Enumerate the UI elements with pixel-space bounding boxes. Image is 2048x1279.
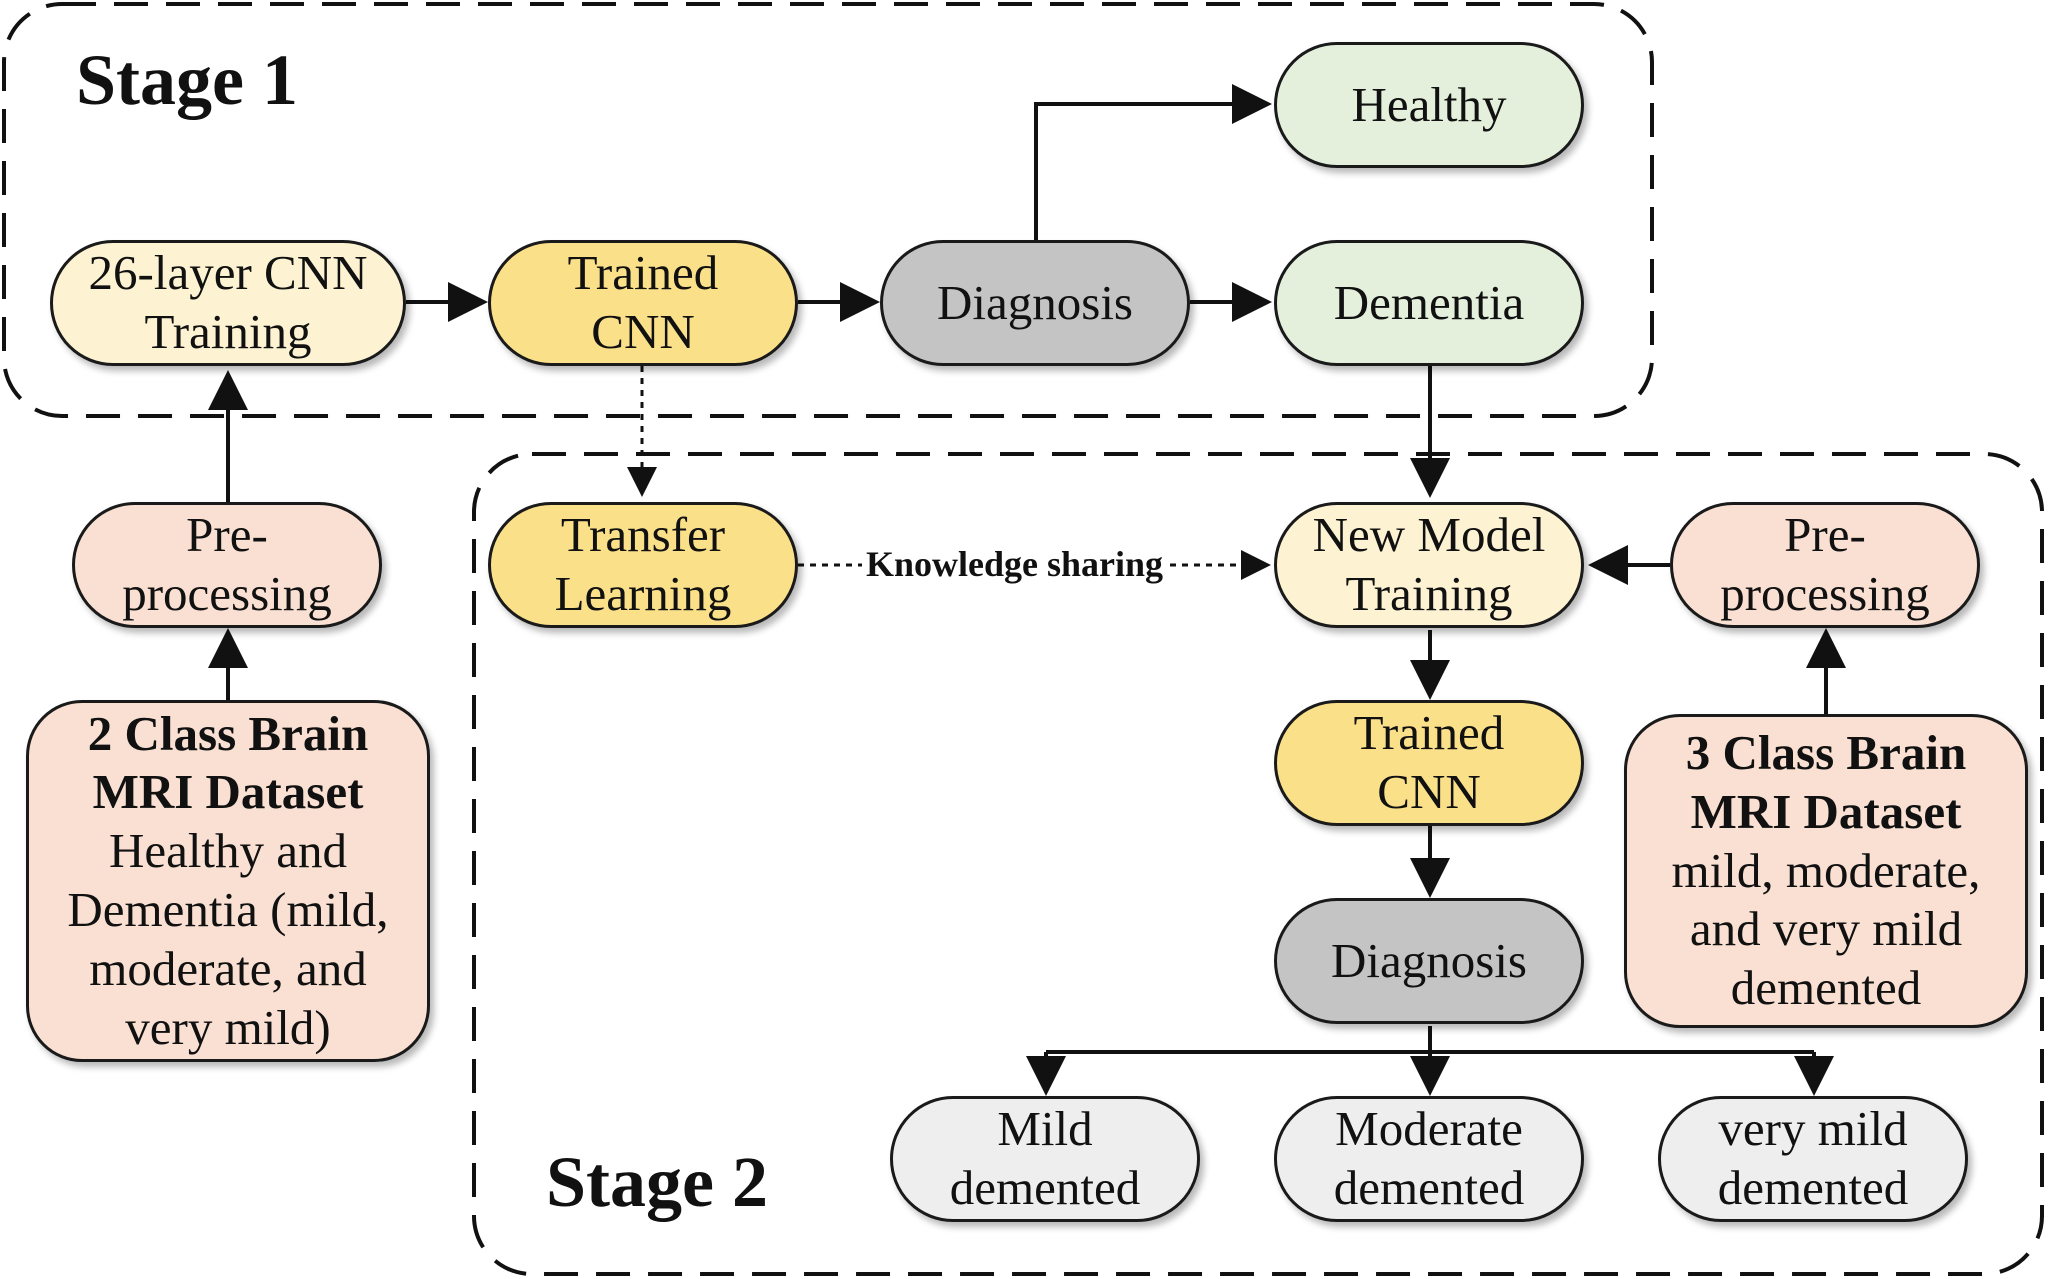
stage2-label: Stage 2 xyxy=(546,1142,768,1222)
trained-cnn-2-line1: Trained xyxy=(1353,705,1505,761)
transfer-learning-line2: Learning xyxy=(554,566,732,621)
trained-cnn-1-line2: CNN xyxy=(591,304,695,359)
dataset-2class-title1: 2 Class Brain xyxy=(87,705,369,761)
dataset-3class-line3: demented xyxy=(1730,960,1922,1016)
arrow-diagnosis-to-healthy xyxy=(1034,84,1272,240)
dataset-3class-line1: mild, moderate, xyxy=(1671,842,1981,898)
moderate-demented-line2: demented xyxy=(1333,1160,1525,1215)
diagnosis-node-stage1: Diagnosis xyxy=(880,240,1190,366)
stage1-label: Stage 1 xyxy=(76,40,298,120)
dataset-2class-line1: Healthy and xyxy=(108,823,348,879)
moderate-demented-line1: Moderate xyxy=(1335,1101,1523,1157)
very-mild-demented-line1: very mild xyxy=(1718,1101,1908,1157)
new-model-training-line1: New Model xyxy=(1312,507,1546,563)
dataset-3class-node: 3 Class Brain MRI Dataset mild, moderate… xyxy=(1624,714,2028,1028)
trained-cnn-node-stage2: Trained CNN xyxy=(1274,700,1584,826)
very-mild-demented-line2: demented xyxy=(1717,1160,1909,1215)
healthy-node: Healthy xyxy=(1274,42,1584,168)
dataset-3class-title1: 3 Class Brain xyxy=(1685,725,1967,780)
dementia-label: Dementia xyxy=(1333,274,1525,330)
cnn-training-line1: 26-layer CNN xyxy=(88,245,368,301)
transfer-learning-node: Transfer Learning xyxy=(488,502,798,628)
preprocessing-node-1: Pre- processing xyxy=(72,502,382,628)
moderate-demented-node: Moderate demented xyxy=(1274,1096,1584,1222)
diagnosis-1-label: Diagnosis xyxy=(937,274,1133,330)
dataset-2class-line4: very mild) xyxy=(125,999,331,1055)
cnn-training-line2: Training xyxy=(144,304,312,359)
transfer-learning-line1: Transfer xyxy=(560,507,726,563)
preprocessing-2-line1: Pre- xyxy=(1784,507,1866,563)
diagnosis-node-stage2: Diagnosis xyxy=(1274,898,1584,1024)
healthy-label: Healthy xyxy=(1351,76,1507,132)
trained-cnn-2-line2: CNN xyxy=(1377,764,1481,819)
preprocessing-1-line1: Pre- xyxy=(186,507,268,563)
dataset-2class-title2: MRI Dataset xyxy=(92,764,364,820)
mild-demented-node: Mild demented xyxy=(890,1096,1200,1222)
dataset-2class-line2: Dementia (mild, xyxy=(67,882,389,937)
dataset-3class-line2: and very mild xyxy=(1689,901,1963,957)
stage1-boundary xyxy=(2,2,1654,418)
stage2-boundary xyxy=(472,452,2044,1276)
very-mild-demented-node: very mild demented xyxy=(1658,1096,1968,1222)
trained-cnn-1-line1: Trained xyxy=(567,245,719,301)
cnn-training-node: 26-layer CNN Training xyxy=(50,240,406,366)
dataset-2class-node: 2 Class Brain MRI Dataset Healthy and De… xyxy=(26,700,430,1062)
new-model-training-node: New Model Training xyxy=(1274,502,1584,628)
dataset-3class-title2: MRI Dataset xyxy=(1690,783,1962,839)
trained-cnn-node-stage1: Trained CNN xyxy=(488,240,798,366)
dataset-2class-line3: moderate, and xyxy=(89,940,367,996)
knowledge-sharing-label: Knowledge sharing xyxy=(862,546,1168,582)
dementia-node: Dementia xyxy=(1274,240,1584,366)
mild-demented-line1: Mild xyxy=(997,1101,1093,1157)
preprocessing-1-line2: processing xyxy=(122,566,332,621)
new-model-training-line2: Training xyxy=(1345,566,1513,621)
diagnosis-2-label: Diagnosis xyxy=(1331,932,1527,988)
preprocessing-2-line2: processing xyxy=(1720,566,1930,621)
preprocessing-node-2: Pre- processing xyxy=(1670,502,1980,628)
mild-demented-line2: demented xyxy=(949,1160,1141,1215)
